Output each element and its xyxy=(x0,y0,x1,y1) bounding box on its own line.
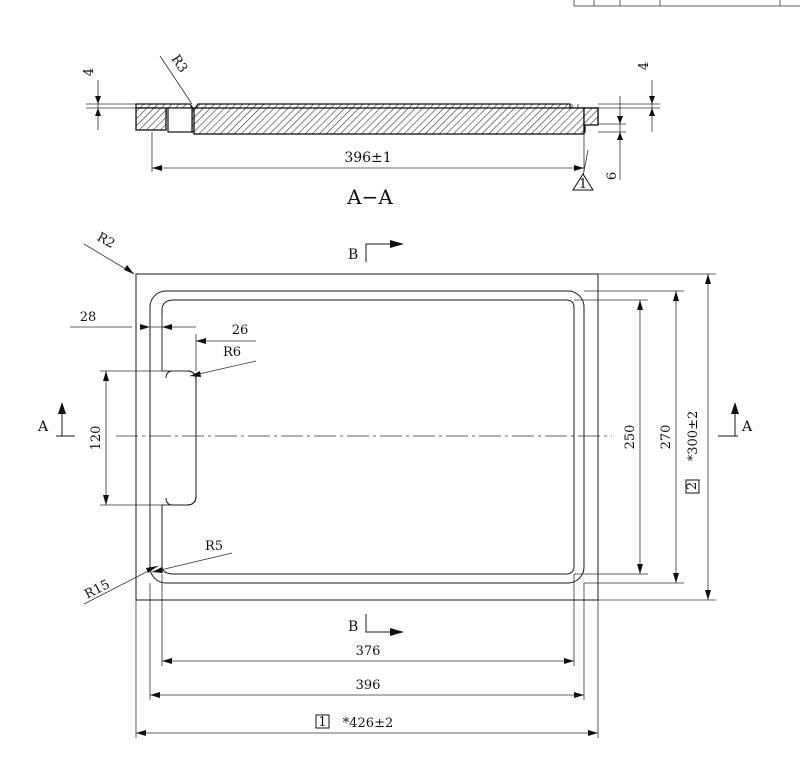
mid-height-dimension: 270 xyxy=(659,425,674,450)
section-aa-thickness-right: 4 xyxy=(637,62,652,70)
inner-width-dimension: 376 xyxy=(356,644,381,659)
outer-height-marker: 2 xyxy=(685,482,700,490)
slot-length-dimension: 120 xyxy=(89,426,104,451)
callout-triangle xyxy=(572,173,594,191)
section-mark-left: A xyxy=(37,419,49,435)
outer-corner-radius: R2 xyxy=(94,230,117,252)
section-mark-right: A xyxy=(741,419,753,435)
tray-outer-edge xyxy=(135,273,599,601)
outer-width-dimension: *426±2 xyxy=(343,716,393,731)
slot-offset-dimension: 28 xyxy=(80,310,97,325)
outer-height-dimension: *300±2 xyxy=(686,411,701,461)
section-aa-thickness-left: 4 xyxy=(82,68,97,76)
section-aa-view: 4 4 6 R3 396±1 1 A−A xyxy=(82,52,660,209)
section-aa-width-dimension: 396±1 xyxy=(344,150,391,166)
slot-width-dimension: 26 xyxy=(232,323,249,338)
drain-slot-radius: R6 xyxy=(223,345,241,360)
drain-slot xyxy=(165,370,197,506)
section-mark-top: B xyxy=(348,247,358,263)
section-mark-bottom: B xyxy=(348,619,358,635)
section-aa-title: A−A xyxy=(346,185,393,209)
mid-width-dimension: 396 xyxy=(356,678,381,693)
inner-height-dimension: 250 xyxy=(623,425,638,450)
title-block-fragment xyxy=(573,0,800,7)
inner-corner-radius: R5 xyxy=(205,539,223,554)
section-aa-left-rim xyxy=(135,107,167,131)
plan-view: B B A A R2 28 26 R6 xyxy=(37,230,753,738)
section-aa-callout-marker: 1 xyxy=(579,177,587,192)
outer-width-marker: 1 xyxy=(318,715,326,730)
section-aa-step-height: 6 xyxy=(605,172,620,180)
tray-rim xyxy=(149,290,585,584)
outer-fillet-radius: R15 xyxy=(82,577,112,602)
